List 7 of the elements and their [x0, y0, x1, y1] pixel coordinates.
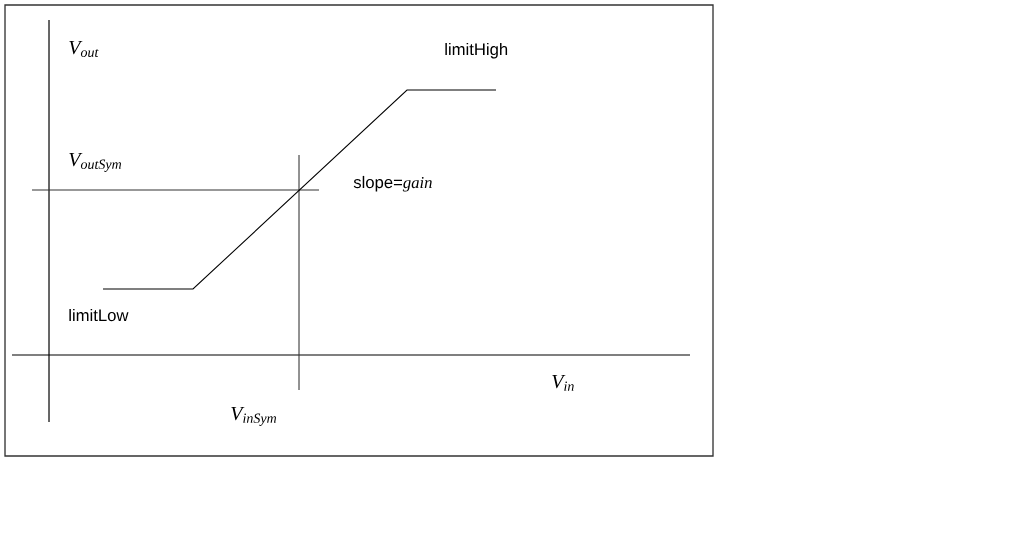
limit-label: limitHigh: [445, 42, 508, 59]
axis-label: V$_{out}$: [69, 40, 99, 58]
level-label: V$_{inSym}$: [231, 406, 277, 426]
slope-label: slope=gain: [353, 175, 432, 192]
axis-label: V$_{in}$: [552, 374, 574, 391]
level-label: V$_{outSym}$: [69, 152, 122, 172]
limit-label: limitLow: [69, 308, 129, 322]
